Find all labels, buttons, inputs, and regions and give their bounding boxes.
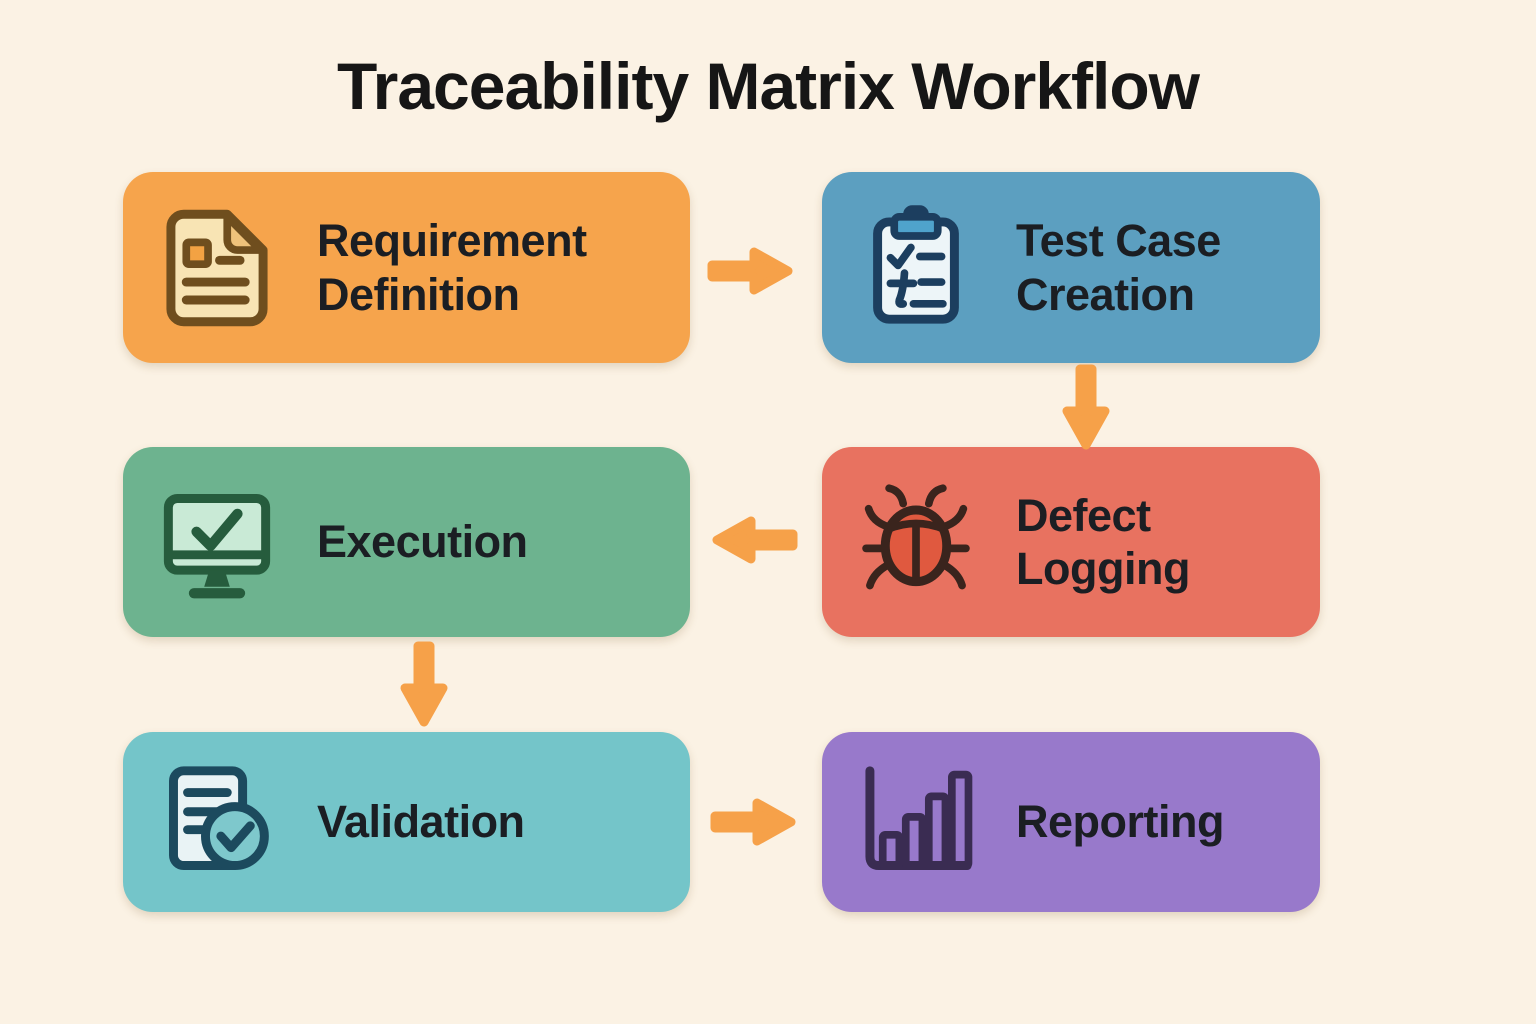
bug-icon: [862, 484, 970, 590]
step-label: Test Case Creation: [1016, 215, 1221, 320]
step-label: Validation: [317, 796, 525, 848]
step-test-case-creation: Test Case Creation: [822, 172, 1320, 363]
document-check-icon: [169, 766, 269, 870]
clipboard-checklist-icon: [873, 204, 959, 324]
step-label: Execution: [317, 516, 528, 568]
document-icon: [166, 209, 268, 326]
step-label: Requirement Definition: [317, 215, 587, 320]
arrow-defect-to-execution-icon: [705, 508, 805, 572]
arrow-validation-to-reporting-icon: [703, 790, 803, 854]
step-reporting: Reporting: [822, 732, 1320, 912]
bar-chart-icon: [865, 766, 973, 870]
arrow-requirement-to-testcase-icon: [700, 239, 800, 303]
arrow-testcase-to-defect-icon: [1054, 357, 1118, 457]
step-requirement-definition: Requirement Definition: [123, 172, 690, 363]
page-title: Traceability Matrix Workflow: [336, 49, 1200, 123]
step-execution: Execution: [123, 447, 690, 637]
step-label: Reporting: [1016, 796, 1224, 848]
monitor-check-icon: [163, 494, 271, 599]
step-label: Defect Logging: [1016, 489, 1190, 594]
arrow-execution-to-validation-icon: [392, 634, 456, 734]
step-defect-logging: Defect Logging: [822, 447, 1320, 637]
step-validation: Validation: [123, 732, 690, 912]
